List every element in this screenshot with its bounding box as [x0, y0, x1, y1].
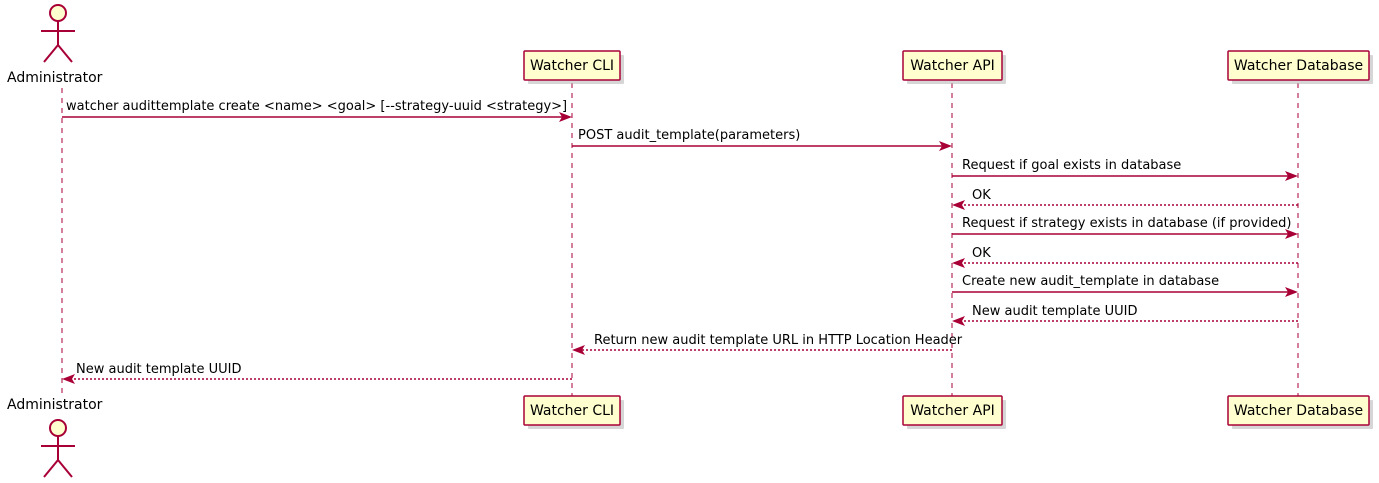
actor-administrator-bottom[interactable]	[41, 419, 75, 478]
actor-leg-left-icon	[43, 44, 59, 63]
participant-label-watcher-cli-top: Watcher CLI	[529, 58, 615, 74]
participant-label-watcher-api-top: Watcher API	[910, 58, 995, 74]
actor-leg-left-icon	[43, 459, 59, 478]
message-label-6: OK	[972, 246, 991, 261]
message-arrow-4	[952, 200, 1298, 210]
message-label-1: watcher audittemplate create <name> <goa…	[66, 99, 568, 114]
message-label-8: New audit template UUID	[972, 304, 1138, 319]
participant-box-watcher-cli-bottom[interactable]	[523, 395, 624, 429]
message-label-10: New audit template UUID	[76, 362, 242, 377]
actor-leg-right-icon	[57, 44, 73, 63]
participant-label-watcher-database-top: Watcher Database	[1233, 58, 1364, 74]
actor-label-administrator-top: Administrator	[7, 70, 103, 86]
message-arrow-9	[572, 345, 952, 355]
message-arrow-8	[952, 316, 1298, 326]
actor-administrator-top[interactable]	[41, 4, 75, 63]
message-arrow-5	[952, 229, 1298, 239]
actor-leg-right-icon	[57, 459, 73, 478]
participant-box-watcher-cli-top[interactable]	[523, 50, 624, 84]
message-arrow-7	[952, 287, 1298, 297]
participant-box-watcher-api-bottom[interactable]	[902, 395, 1006, 429]
actor-head-icon	[49, 419, 67, 437]
actor-label-administrator-bottom: Administrator	[7, 397, 103, 413]
message-label-4: OK	[972, 188, 991, 203]
message-arrow-10	[62, 374, 572, 384]
participant-label-watcher-api-bottom: Watcher API	[910, 403, 995, 419]
message-arrow-6	[952, 258, 1298, 268]
message-label-7: Create new audit_template in database	[962, 274, 1220, 289]
message-label-5: Request if strategy exists in database (…	[962, 216, 1292, 231]
message-label-2: POST audit_template(parameters)	[578, 128, 801, 143]
participant-box-watcher-database-bottom[interactable]	[1227, 395, 1373, 429]
message-arrow-1	[62, 112, 572, 122]
message-label-3: Request if goal exists in database	[962, 158, 1182, 173]
participant-label-watcher-database-bottom: Watcher Database	[1233, 403, 1364, 419]
actor-head-icon	[49, 4, 67, 22]
message-arrow-3	[952, 171, 1298, 181]
participant-label-watcher-cli-bottom: Watcher CLI	[529, 403, 615, 419]
message-arrow-2	[572, 141, 952, 151]
message-label-9: Return new audit template URL in HTTP Lo…	[594, 333, 963, 348]
participant-box-watcher-database-top[interactable]	[1227, 50, 1373, 84]
participant-box-watcher-api-top[interactable]	[902, 50, 1006, 84]
